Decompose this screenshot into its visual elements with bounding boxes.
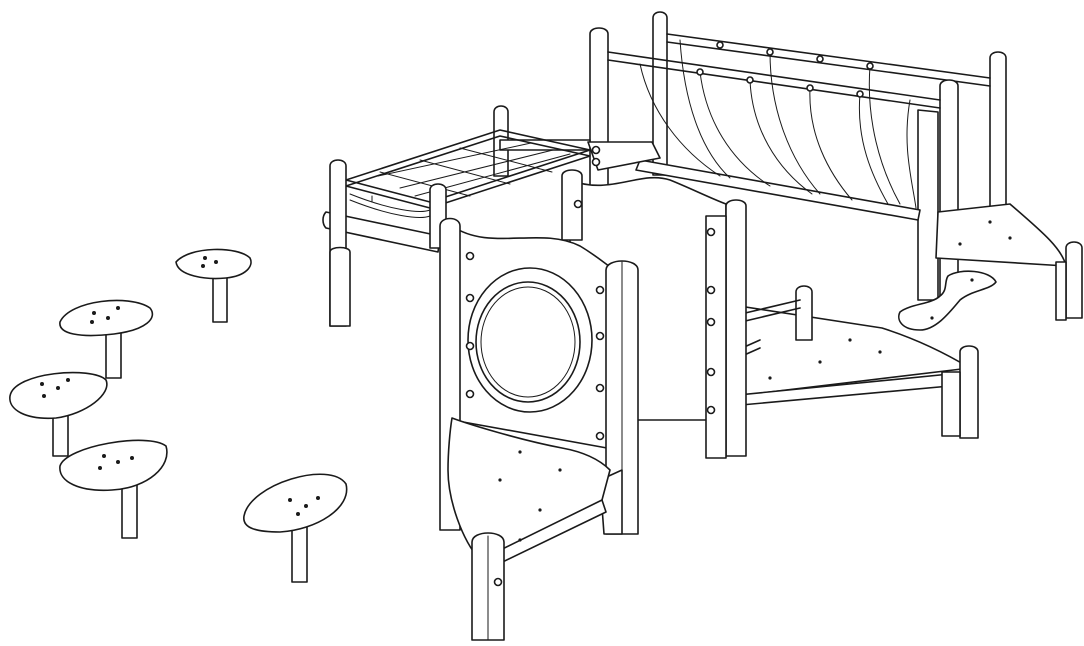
- bone-seat: [898, 270, 997, 331]
- stepping-stone: [59, 299, 154, 379]
- front-platform: [447, 417, 611, 641]
- climbing-frame: [322, 105, 591, 327]
- right-landing: [935, 203, 1083, 321]
- stepping-stones: [9, 248, 348, 583]
- middle-wall: [561, 141, 747, 459]
- stepping-stone: [59, 439, 168, 539]
- stepping-stone: [175, 248, 252, 323]
- balance-beam: [699, 285, 979, 439]
- stepping-stone: [243, 473, 348, 583]
- stepping-stone: [9, 371, 108, 457]
